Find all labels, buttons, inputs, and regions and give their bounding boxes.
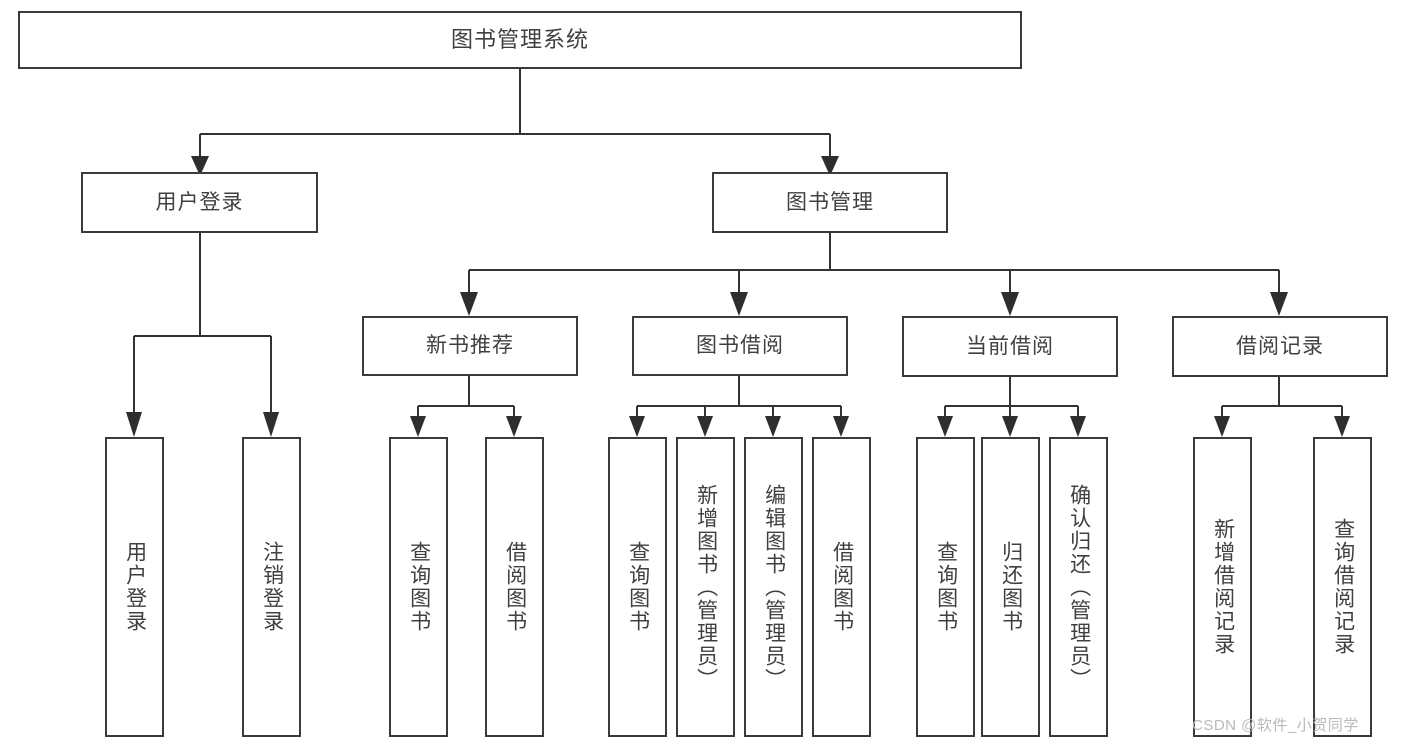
leaf-borrow-book-1-label: 借阅图书 — [503, 541, 527, 633]
node-current-borrow-label: 当前借阅 — [966, 334, 1054, 358]
leaf-query-record-label: 查询借阅记录 — [1331, 518, 1355, 656]
arrowhead-leaf-borrow-book-2 — [833, 416, 849, 437]
leaf-confirm-return-label: 确认归还（管理员） — [1067, 483, 1091, 691]
leaf-user-login-label: 用户登录 — [123, 541, 147, 633]
leaf-edit-book-label: 编辑图书（管理员） — [762, 483, 786, 691]
arrowhead-leaf-query-book-2 — [629, 416, 645, 437]
leaf-add-book[interactable]: 新增图书（管理员） — [676, 437, 735, 737]
node-book-manage-label: 图书管理 — [786, 190, 874, 214]
arrowhead-leaf-query-record — [1334, 416, 1350, 437]
leaf-borrow-book-2[interactable]: 借阅图书 — [812, 437, 871, 737]
node-root[interactable]: 图书管理系统 — [18, 11, 1022, 69]
leaf-borrow-book-1[interactable]: 借阅图书 — [485, 437, 544, 737]
arrowhead-book-borrow — [730, 292, 748, 316]
arrowhead-leaf-logout — [263, 412, 279, 437]
arrowhead-leaf-user-login — [126, 412, 142, 437]
leaf-add-book-label: 新增图书（管理员） — [694, 483, 718, 691]
arrowhead-leaf-confirm-return — [1070, 416, 1086, 437]
arrowhead-leaf-query-book-3 — [937, 416, 953, 437]
leaf-query-book-3[interactable]: 查询图书 — [916, 437, 975, 737]
leaf-return-book-label: 归还图书 — [999, 541, 1023, 633]
arrowhead-leaf-query-book-1 — [410, 416, 426, 437]
leaf-borrow-book-2-label: 借阅图书 — [830, 541, 854, 633]
node-new-book-rec-label: 新书推荐 — [426, 334, 514, 358]
leaf-add-record[interactable]: 新增借阅记录 — [1193, 437, 1252, 737]
node-user-login[interactable]: 用户登录 — [81, 172, 318, 233]
arrowhead-current-borrow — [1001, 292, 1019, 316]
arrowhead-leaf-add-record — [1214, 416, 1230, 437]
arrowhead-leaf-edit-book — [765, 416, 781, 437]
leaf-query-book-3-label: 查询图书 — [934, 541, 958, 633]
node-current-borrow[interactable]: 当前借阅 — [902, 316, 1118, 377]
arrowhead-leaf-add-book — [697, 416, 713, 437]
watermark: CSDN @软件_小贺同学 — [1192, 717, 1359, 734]
node-book-manage[interactable]: 图书管理 — [712, 172, 948, 233]
leaf-query-book-1[interactable]: 查询图书 — [389, 437, 448, 737]
leaf-edit-book[interactable]: 编辑图书（管理员） — [744, 437, 803, 737]
arrowhead-new-book-rec — [460, 292, 478, 316]
leaf-user-login[interactable]: 用户登录 — [105, 437, 164, 737]
node-borrow-record[interactable]: 借阅记录 — [1172, 316, 1388, 377]
arrowhead-leaf-return-book — [1002, 416, 1018, 437]
node-new-book-rec[interactable]: 新书推荐 — [362, 316, 578, 376]
leaf-add-record-label: 新增借阅记录 — [1211, 518, 1235, 656]
leaf-query-book-2-label: 查询图书 — [626, 541, 650, 633]
node-book-borrow-label: 图书借阅 — [696, 334, 784, 358]
node-root-label: 图书管理系统 — [450, 26, 589, 52]
leaf-confirm-return[interactable]: 确认归还（管理员） — [1049, 437, 1108, 737]
leaf-query-book-1-label: 查询图书 — [407, 541, 431, 633]
leaf-return-book[interactable]: 归还图书 — [981, 437, 1040, 737]
leaf-query-record[interactable]: 查询借阅记录 — [1313, 437, 1372, 737]
leaf-query-book-2[interactable]: 查询图书 — [608, 437, 667, 737]
arrowhead-borrow-record — [1270, 292, 1288, 316]
arrowhead-leaf-borrow-book-1 — [506, 416, 522, 437]
node-borrow-record-label: 借阅记录 — [1236, 334, 1324, 358]
node-user-login-label: 用户登录 — [155, 190, 244, 214]
leaf-logout-label: 注销登录 — [260, 541, 284, 633]
leaf-logout[interactable]: 注销登录 — [242, 437, 301, 737]
node-book-borrow[interactable]: 图书借阅 — [632, 316, 848, 376]
